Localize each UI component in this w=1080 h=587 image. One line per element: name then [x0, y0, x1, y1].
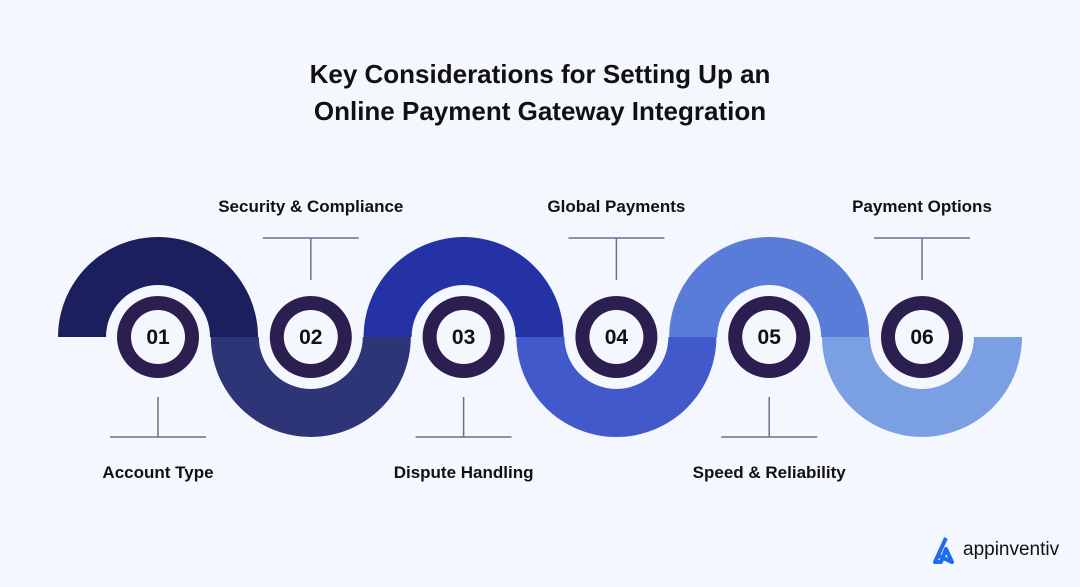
- step-label: Global Payments: [547, 197, 686, 216]
- step-number: 05: [758, 326, 782, 349]
- wave-segment-01: [58, 237, 258, 337]
- wave-segment-02: [210, 337, 411, 437]
- wave-segment-05: [669, 236, 870, 337]
- step-number: 06: [910, 326, 933, 349]
- wave-segment-06: [822, 337, 1022, 437]
- logo-icon: [933, 537, 954, 564]
- page-title: Key Considerations for Setting Up an Onl…: [309, 59, 771, 126]
- step-circle-05: [742, 310, 797, 364]
- step-label: Security & Compliance: [218, 197, 404, 216]
- step-label: Payment Options: [852, 197, 992, 216]
- step-circle-06: [895, 310, 949, 364]
- wave-segment-03: [363, 237, 564, 337]
- step-label: Account Type: [102, 463, 214, 482]
- step-number: 04: [605, 326, 629, 349]
- step-circle-03: [436, 310, 491, 364]
- step-circle-02: [283, 310, 338, 364]
- step-number: 02: [299, 326, 322, 349]
- wave-segment-04: [516, 337, 717, 437]
- appinventiv-logo: appinventiv: [933, 536, 1059, 564]
- step-number: 03: [452, 326, 475, 349]
- step-label: Dispute Handling: [393, 463, 534, 482]
- step-circle-04: [589, 310, 644, 364]
- step-circle-01: [131, 310, 185, 364]
- step-number: 01: [146, 326, 170, 349]
- step-label: Speed & Reliability: [692, 463, 846, 482]
